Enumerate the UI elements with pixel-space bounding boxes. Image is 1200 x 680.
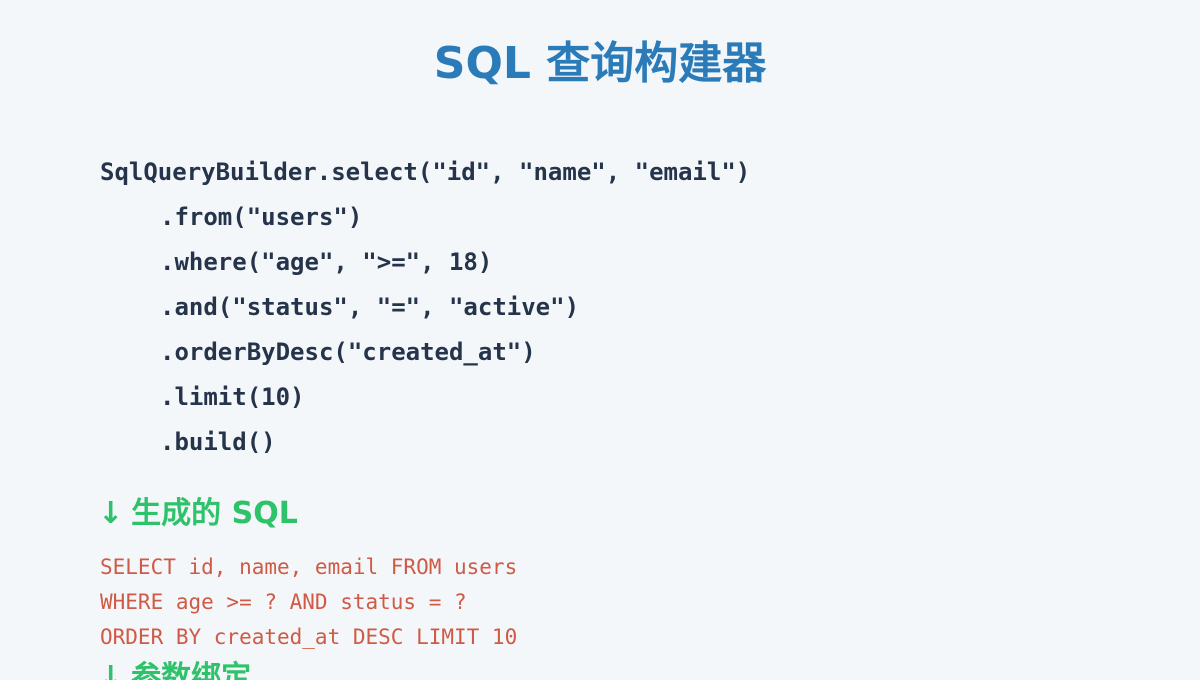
sql-line-select: SELECT id, name, email FROM users bbox=[100, 555, 518, 579]
param-binding-heading: ↓ 参数绑定 bbox=[98, 658, 251, 680]
code-line-order-by: .orderByDesc("created_at") bbox=[160, 338, 536, 366]
generated-sql-block: SELECT id, name, email FROM users WHERE … bbox=[100, 550, 1100, 655]
generated-sql-heading-label: 生成的 SQL bbox=[131, 496, 298, 531]
code-line-where: .where("age", ">=", 18) bbox=[160, 248, 493, 276]
param-binding-heading-label: 参数绑定 bbox=[131, 660, 252, 680]
code-line-build: .build() bbox=[160, 428, 276, 456]
sql-line-where: WHERE age >= ? AND status = ? bbox=[100, 590, 467, 614]
sql-line-order: ORDER BY created_at DESC LIMIT 10 bbox=[100, 625, 518, 649]
code-line-limit: .limit(10) bbox=[160, 383, 305, 411]
down-arrow-icon: ↓ bbox=[98, 660, 124, 680]
builder-code-block: SqlQueryBuilder.select("id", "name", "em… bbox=[100, 150, 1100, 465]
down-arrow-icon: ↓ bbox=[98, 496, 124, 531]
page-title: SQL 查询构建器 bbox=[433, 38, 767, 89]
code-line-and: .and("status", "=", "active") bbox=[160, 293, 580, 321]
code-line-from: .from("users") bbox=[160, 203, 363, 231]
generated-sql-heading: ↓生成的 SQL bbox=[98, 494, 298, 534]
code-line-select: SqlQueryBuilder.select("id", "name", "em… bbox=[100, 158, 751, 186]
